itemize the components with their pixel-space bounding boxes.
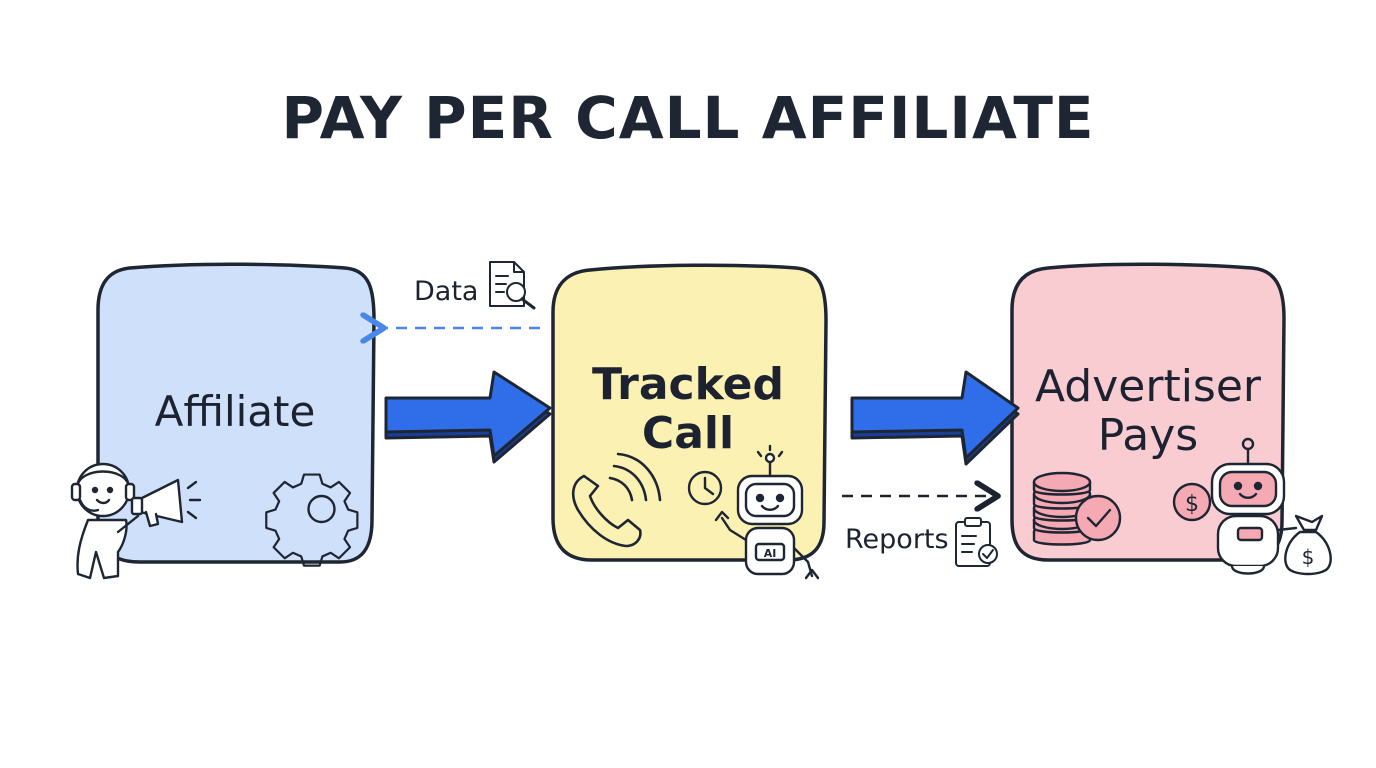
gear-icon — [265, 473, 359, 567]
checkmark-icon — [1074, 494, 1122, 542]
dollar-coin-symbol: $ — [1185, 492, 1199, 517]
affiliate-label: Affiliate — [154, 387, 316, 436]
tracked-to-advertiser-arrow — [850, 370, 1020, 466]
money-bag-icon — [1284, 514, 1332, 576]
phone-icon — [571, 452, 662, 548]
ai-robot-badge: AI — [764, 547, 777, 560]
robot-icon — [1210, 437, 1298, 575]
clock-icon — [687, 470, 723, 506]
reports-label: Reports — [845, 524, 949, 555]
money-bag-symbol: $ — [1302, 545, 1315, 569]
person-with-headset-icon — [70, 462, 140, 580]
page-title: PAY PER CALL AFFILIATE — [281, 84, 1095, 152]
affiliate-to-tracked-arrow — [384, 370, 552, 464]
document-search-icon — [489, 261, 536, 310]
dollar-coin-icon — [1172, 482, 1212, 522]
data-label: Data — [414, 276, 479, 307]
clipboard-check-icon — [955, 517, 998, 567]
ai-robot-icon — [714, 444, 820, 580]
megaphone-icon — [130, 478, 202, 528]
